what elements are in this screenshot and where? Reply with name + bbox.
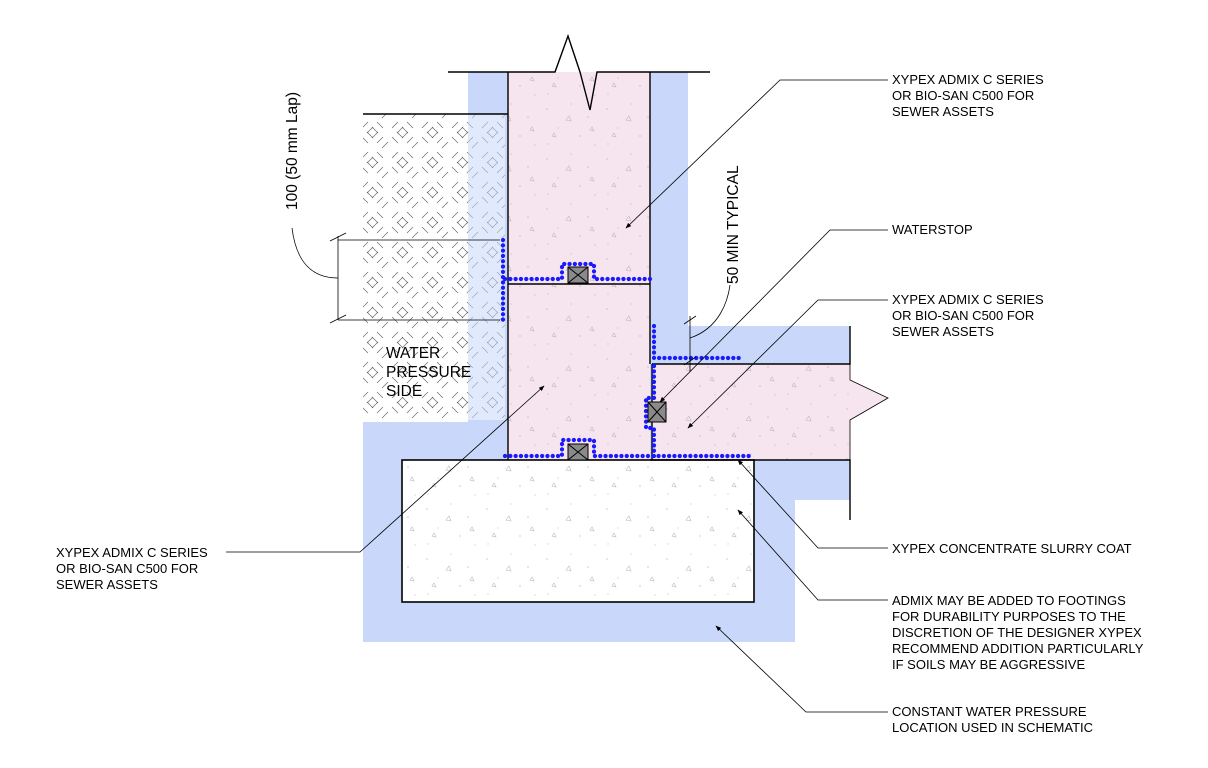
lap-dimension-label: 100 (50 mm Lap) — [284, 92, 301, 210]
svg-text:SEWER ASSETS: SEWER ASSETS — [892, 324, 994, 339]
slab-speckle — [652, 364, 850, 460]
waterstop-label: WATERSTOP — [892, 222, 973, 237]
footing-speckle — [404, 462, 752, 600]
svg-text:LOCATION USED IN SCHEMATIC: LOCATION USED IN SCHEMATIC — [892, 720, 1093, 735]
min-typical-dimension — [683, 284, 731, 372]
water-pressure-side-label: WATER PRESSURE SIDE — [386, 345, 471, 400]
constant-pressure-label: CONSTANT WATER PRESSURE LOCATION USED IN… — [892, 704, 1093, 735]
slurry-coat-lines — [500, 237, 755, 459]
wall-speckle — [508, 72, 650, 460]
min-typical-label: 50 MIN TYPICAL — [725, 165, 742, 284]
svg-text:CONSTANT WATER PRESSURE: CONSTANT WATER PRESSURE — [892, 704, 1087, 719]
lap-dimension — [291, 227, 500, 324]
svg-text:SEWER ASSETS: SEWER ASSETS — [892, 104, 994, 119]
leader-constant-pressure — [715, 625, 888, 713]
wall-admix-top-label: XYPEX ADMIX C SERIES OR BIO-SAN C500 FOR… — [892, 72, 1044, 119]
svg-text:IF SOILS MAY BE AGGRESSIVE: IF SOILS MAY BE AGGRESSIVE — [892, 657, 1085, 672]
slurry-coat-label: XYPEX CONCENTRATE SLURRY COAT — [892, 541, 1132, 556]
leader-waterstop — [659, 229, 888, 403]
svg-text:PRESSURE: PRESSURE — [386, 364, 471, 381]
svg-text:OR BIO-SAN C500 FOR: OR BIO-SAN C500 FOR — [892, 88, 1034, 103]
footing-admix-label: ADMIX MAY BE ADDED TO FOOTINGS FOR DURAB… — [892, 593, 1144, 672]
svg-text:SIDE: SIDE — [386, 383, 422, 400]
svg-text:FOR DURABILITY PURPOSES TO THE: FOR DURABILITY PURPOSES TO THE — [892, 609, 1126, 624]
crossed-box-icon — [567, 266, 589, 284]
svg-text:ADMIX MAY BE ADDED TO FOOTINGS: ADMIX MAY BE ADDED TO FOOTINGS — [892, 593, 1126, 608]
crossed-box-icon — [647, 401, 667, 423]
leader-wall-admix-top — [625, 79, 888, 229]
wall-outline — [507, 72, 651, 460]
svg-text:XYPEX ADMIX C SERIES: XYPEX ADMIX C SERIES — [892, 292, 1044, 307]
wall-break-line — [448, 33, 710, 111]
svg-text:RECOMMEND ADDITION PARTICULARL: RECOMMEND ADDITION PARTICULARLY — [892, 641, 1144, 656]
leader-wall-admix-left — [226, 385, 545, 553]
leader-slurry-coat — [737, 459, 888, 549]
svg-text:WATER: WATER — [386, 345, 440, 362]
svg-text:OR BIO-SAN C500 FOR: OR BIO-SAN C500 FOR — [56, 561, 198, 576]
leader-footing-admix — [737, 509, 888, 601]
svg-text:XYPEX ADMIX C SERIES: XYPEX ADMIX C SERIES — [56, 545, 208, 560]
svg-text:OR BIO-SAN C500 FOR: OR BIO-SAN C500 FOR — [892, 308, 1034, 323]
soil-blue-strip — [468, 114, 505, 422]
slab-break-line — [849, 364, 889, 460]
svg-text:SEWER ASSETS: SEWER ASSETS — [56, 577, 158, 592]
leader-slab-admix — [687, 299, 888, 429]
wall-admix-left-label: XYPEX ADMIX C SERIES OR BIO-SAN C500 FOR… — [56, 545, 208, 592]
crossed-box-icon — [567, 443, 589, 461]
svg-text:XYPEX ADMIX C SERIES: XYPEX ADMIX C SERIES — [892, 72, 1044, 87]
slab-admix-label: XYPEX ADMIX C SERIES OR BIO-SAN C500 FOR… — [892, 292, 1044, 339]
svg-text:DISCRETION OF THE DESIGNER XYP: DISCRETION OF THE DESIGNER XYPEX — [892, 625, 1142, 640]
